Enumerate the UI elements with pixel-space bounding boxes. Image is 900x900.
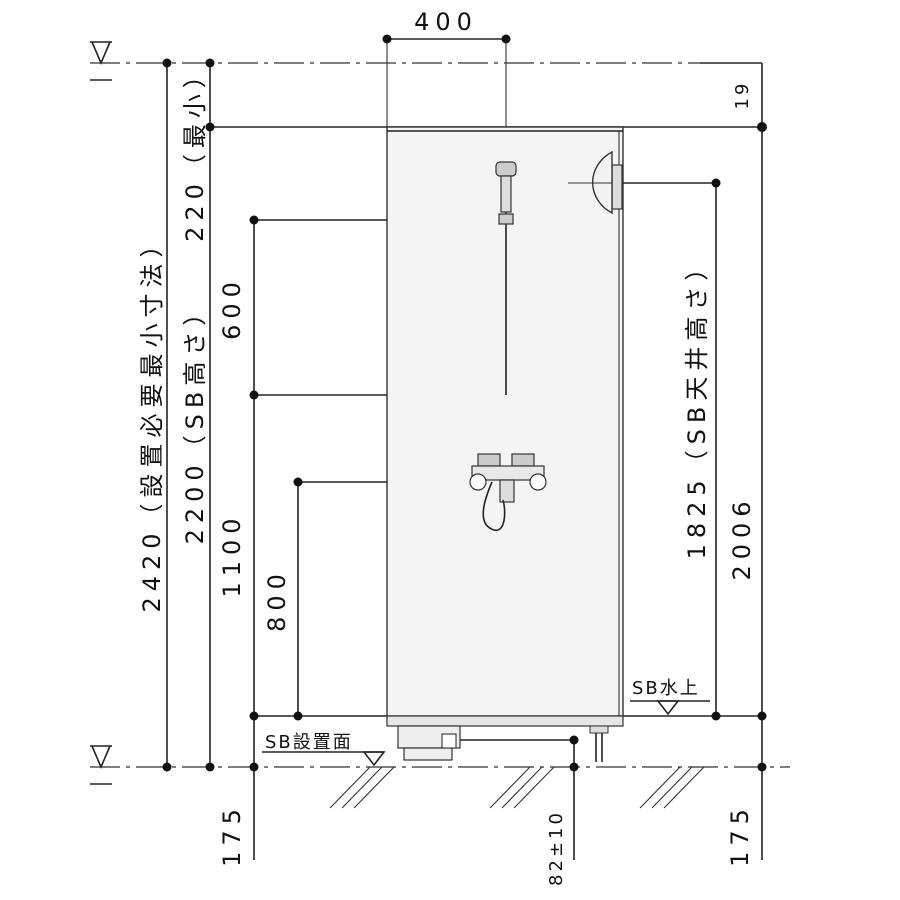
ceiling-light-icon: [568, 150, 623, 215]
floor-level-marker: [90, 745, 112, 785]
floor-pan: [386, 715, 624, 762]
bath-wall-panel: [386, 126, 624, 717]
install-surface-marker: [362, 751, 386, 767]
ground-hatch: [329, 766, 705, 809]
dim-1100: 1100: [218, 512, 246, 597]
label-install-surface: SB設置面: [265, 732, 353, 753]
dim-1825: 1825（SB天井高さ）: [683, 251, 711, 560]
dim-400: 400: [414, 8, 478, 36]
label-water-level: SB水上: [632, 678, 700, 699]
dim-600: 600: [218, 276, 246, 340]
dim-2200: 2200（SB高さ）: [181, 296, 209, 545]
dim-2006: 2006: [728, 495, 756, 580]
dim-220-min: 220（最小）: [181, 58, 209, 242]
dim-19: 19: [732, 81, 753, 110]
dim-175-right: 175: [726, 803, 754, 867]
dim-2420: 2420（設置必要最小寸法）: [138, 227, 166, 612]
water-level-marker: [656, 700, 680, 716]
dim-800: 800: [263, 568, 291, 632]
ceiling-level-marker: [90, 41, 112, 81]
dim-175-left: 175: [218, 803, 246, 867]
dim-82: 82±10: [546, 810, 567, 886]
shower-head-icon: [495, 161, 517, 395]
mixer-faucet-icon: [469, 453, 547, 531]
